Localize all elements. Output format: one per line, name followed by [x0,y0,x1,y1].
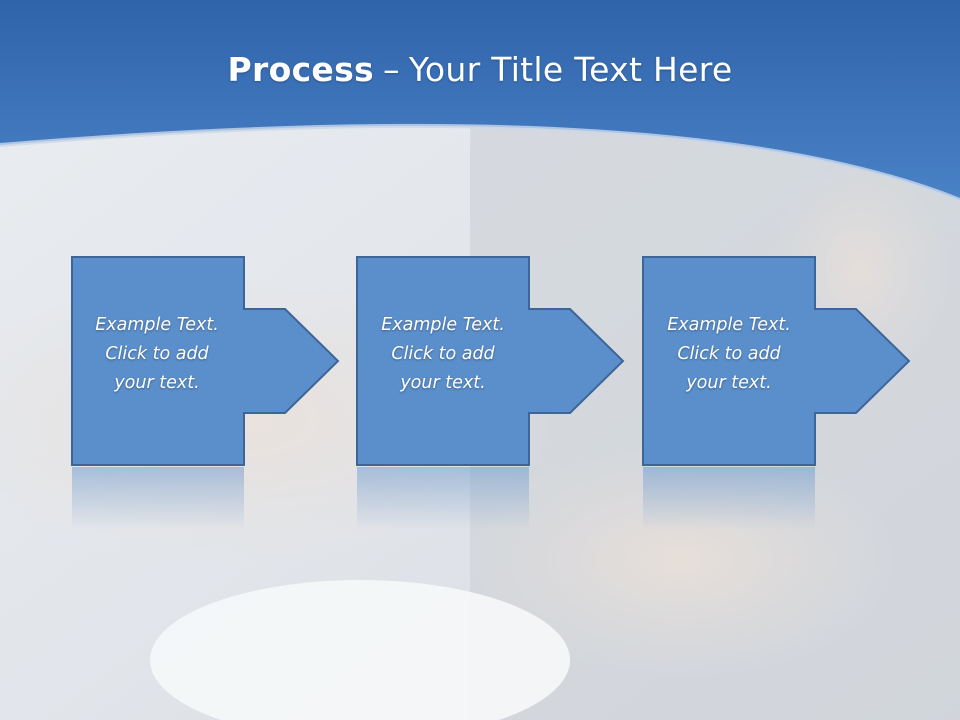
title-separator: – [383,50,400,89]
process-step-3-text[interactable]: Example Text. Click to add your text. [644,311,814,398]
step-line: your text. [114,373,200,393]
process-step-2-shape[interactable] [356,256,625,530]
towel-shape [150,580,570,720]
header-band [0,0,960,200]
step-line: Click to add [105,344,209,364]
title-rest: Your Title Text Here [408,50,733,89]
step-line: Click to add [677,344,781,364]
process-step-1-text[interactable]: Example Text. Click to add your text. [72,311,242,398]
process-step-1-shape[interactable] [71,256,340,530]
step-line: your text. [686,373,772,393]
step-line: Example Text. [95,315,219,335]
step-line: your text. [400,373,486,393]
process-step-3-shape[interactable] [642,256,911,530]
step-line: Click to add [391,344,495,364]
process-step-2-text[interactable]: Example Text. Click to add your text. [358,311,528,398]
step-line: Example Text. [667,315,791,335]
step-line: Example Text. [381,315,505,335]
title-strong: Process [227,50,374,89]
header-curve [0,123,960,202]
slide-title[interactable]: Process–Your Title Text Here [0,50,960,89]
